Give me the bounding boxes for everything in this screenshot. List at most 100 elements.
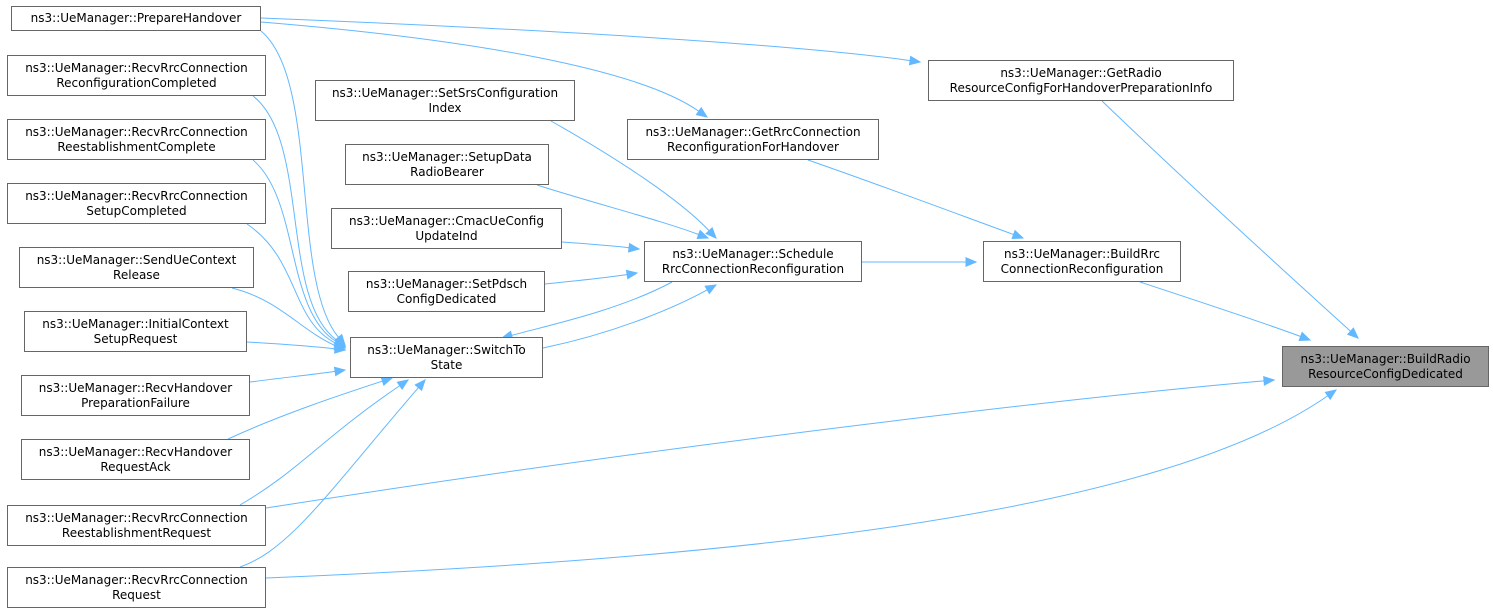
edge-arrowhead [696,229,710,239]
node-label-line: ns3::UeManager::RecvHandover [38,380,233,395]
node-label-line: RrcConnectionReconfiguration [661,261,845,276]
edge-build-rrc-to-build-radio [1139,281,1301,337]
edge-prepare-handover-to-switch-state [260,30,339,338]
edge-arrowhead [334,343,347,354]
node-setup-data-radio-bearer[interactable]: ns3::UeManager::SetupData RadioBearer [345,144,549,185]
node-set-srs-configuration-index[interactable]: ns3::UeManager::SetSrsConfiguration Inde… [315,80,575,121]
node-label-line: ReconfigurationCompleted [56,75,217,90]
node-label-line: ns3::UeManager::Schedule [672,246,834,261]
node-label-line: ResourceConfigDedicated [1308,366,1463,381]
node-label-line: ns3::UeManager::GetRadio [1000,65,1162,80]
edge-cmac-update-to-schedule-rrc [561,241,630,249]
node-label-line: RadioBearer [410,164,484,179]
edge-recv-conn-req-to-switch-state [239,387,419,568]
edge-schedule-rrc-to-switch-state [511,281,673,336]
edge-arrowhead [695,106,709,118]
node-set-pdsch-config-dedicated[interactable]: ns3::UeManager::SetPdsch ConfigDedicated [348,271,545,312]
node-label-line: SetupCompleted [86,203,187,218]
node-cmac-ue-config-update-ind[interactable]: ns3::UeManager::CmacUeConfig UpdateInd [331,208,562,249]
node-recv-handover-preparation-failure[interactable]: ns3::UeManager::RecvHandover Preparation… [21,375,250,416]
node-label-line: ns3::UeManager::PrepareHandover [30,11,242,25]
node-schedule-rrc-connection-reconfiguration[interactable]: ns3::UeManager::Schedule RrcConnectionRe… [644,241,862,282]
edge-arrowhead [965,257,978,267]
node-label-line: State [430,357,463,372]
node-label-line: SetupRequest [93,331,178,346]
edge-arrowhead [627,242,641,253]
node-label-line: ns3::UeManager::RecvRrcConnection [25,188,248,203]
edge-recv-reconf-done-to-switch-state [252,95,338,341]
node-label-line: ns3::UeManager::RecvRrcConnection [25,60,248,75]
node-initial-context-setup-request[interactable]: ns3::UeManager::InitialContext SetupRequ… [24,311,247,352]
node-label-line: ns3::UeManager::BuildRrc [1004,246,1160,261]
node-label-line: ReestablishmentRequest [61,525,212,540]
edge-get-radio-to-build-radio [1101,100,1351,332]
edge-arrowhead [704,284,718,295]
node-recv-rrc-connection-reestablishment-request[interactable]: ns3::UeManager::RecvRrcConnection Reesta… [7,505,266,546]
edge-arrowhead [333,366,347,377]
node-send-ue-context-release[interactable]: ns3::UeManager::SendUeContext Release [19,247,254,288]
node-label-line: ReconfigurationForHandover [667,139,839,154]
edge-recv-ho-ack-to-switch-state [227,380,383,440]
node-label-line: PreparationFailure [81,395,190,410]
edge-recv-setup-done-to-switch-state [246,223,337,344]
edge-arrowhead [380,376,394,386]
node-label-line: ns3::UeManager::CmacUeConfig [349,213,544,228]
node-label-line: ns3::UeManager::GetRrcConnection [645,124,861,139]
edge-set-pdsch-to-schedule-rrc [544,274,628,285]
node-label-line: ns3::UeManager::InitialContext [42,316,229,331]
node-build-rrc-connection-reconfiguration[interactable]: ns3::UeManager::BuildRrc ConnectionRecon… [983,241,1181,282]
node-label-line: ns3::UeManager::SetPdsch [365,276,528,291]
edge-send-ctx-release-to-switch-state [231,287,337,347]
edge-get-rrc-handover-to-build-rrc [807,159,1014,236]
edge-arrowhead [1324,389,1338,401]
node-prepare-handover[interactable]: ns3::UeManager::PrepareHandover [11,6,261,31]
edge-recv-reest-done-to-switch-state [252,159,337,343]
node-recv-rrc-connection-request[interactable]: ns3::UeManager::RecvRrcConnection Reques… [7,567,266,608]
edge-recv-reest-req-to-build-radio [265,380,1265,509]
node-label-line: ConnectionReconfiguration [1000,261,1164,276]
node-label-line: ns3::UeManager::SetSrsConfiguration [331,85,559,100]
node-label-line: ResourceConfigForHandoverPreparationInfo [949,80,1213,95]
edge-recv-reest-req-to-switch-state [239,385,401,506]
node-label-line: ns3::UeManager::RecvRrcConnection [25,510,248,525]
edge-arrowhead [1263,375,1276,386]
edge-arrowhead [396,379,410,391]
edge-recv-conn-req-to-build-radio [265,395,1329,579]
edge-arrowhead [625,269,639,280]
node-label-line: Request [112,587,161,602]
node-switch-to-state[interactable]: ns3::UeManager::SwitchTo State [350,337,543,378]
node-label-line: ns3::UeManager::SetupData [362,149,532,164]
node-label-line: ns3::UeManager::SwitchTo [367,342,526,357]
edge-arrowhead [414,379,426,392]
node-label-line: ns3::UeManager::BuildRadio [1300,351,1471,366]
edge-setup-drb-to-schedule-rrc [536,184,699,235]
node-label-line: ns3::UeManager::RecvRrcConnection [25,124,248,139]
edge-arrowhead [1011,229,1025,240]
node-label-line: ns3::UeManager::RecvHandover [38,444,233,459]
edge-arrowhead [1346,327,1359,339]
node-label-line: ns3::UeManager::SendUeContext [36,252,237,267]
edge-arrowhead [908,55,922,66]
node-label-line: UpdateInd [415,228,478,243]
node-label-line: ConfigDedicated [396,291,497,306]
edge-prepare-handover-to-get-rrc-handover [260,21,700,112]
edge-switch-state-to-schedule-rrc [542,289,708,349]
edge-set-srs-to-schedule-rrc [550,120,710,232]
node-recv-rrc-connection-setup-completed[interactable]: ns3::UeManager::RecvRrcConnection SetupC… [7,183,266,224]
edge-arrowhead [705,226,717,239]
node-get-rrc-connection-reconfiguration-for-handover[interactable]: ns3::UeManager::GetRrcConnection Reconfi… [627,119,879,160]
node-label-line: Release [113,267,160,282]
node-label-line: Index [428,100,462,115]
edge-recv-ho-fail-to-switch-state [249,370,336,383]
node-label-line: RequestAck [100,459,171,474]
node-recv-rrc-connection-reestablishment-complete[interactable]: ns3::UeManager::RecvRrcConnection Reesta… [7,119,266,160]
node-recv-handover-request-ack[interactable]: ns3::UeManager::RecvHandover RequestAck [21,439,250,480]
edge-prepare-handover-to-get-radio [260,17,911,62]
edge-arrowhead [1298,331,1312,341]
node-recv-rrc-connection-reconfiguration-completed[interactable]: ns3::UeManager::RecvRrcConnection Reconf… [7,55,266,96]
node-get-radio-resource-config-for-handover[interactable]: ns3::UeManager::GetRadio ResourceConfigF… [928,60,1234,101]
node-build-radio-resource-config-dedicated: ns3::UeManager::BuildRadio ResourceConfi… [1282,346,1489,387]
edge-initial-ctx-to-switch-state [246,341,336,350]
